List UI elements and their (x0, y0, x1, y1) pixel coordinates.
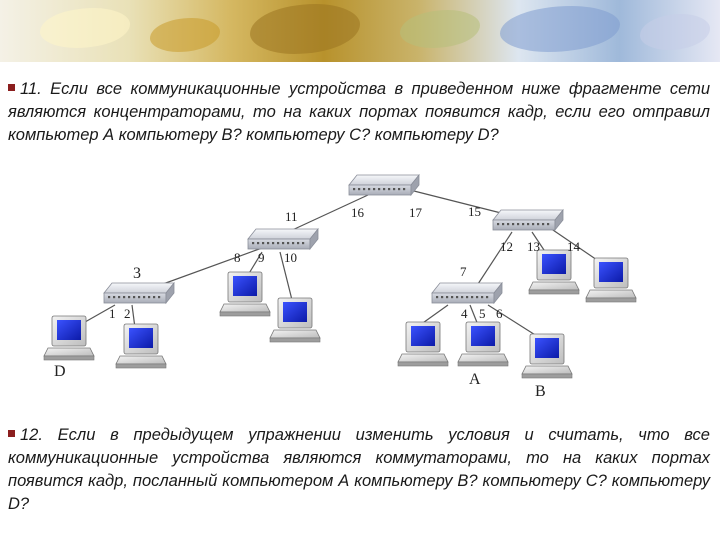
question-12-text: 12. Если в предыдущем упражнении изменит… (8, 426, 710, 513)
hub-middle (247, 228, 319, 250)
port-label: 14 (567, 239, 581, 254)
port-label: 13 (527, 239, 540, 254)
port-label: 4 (461, 306, 468, 321)
port-label: 3 (133, 265, 141, 282)
hub-right (492, 209, 564, 231)
computer-label-b: B (535, 383, 546, 400)
header-banner (0, 0, 720, 62)
question-11-text: 11. Если все коммуникационные устройства… (8, 80, 710, 144)
computer-lower-1 (397, 321, 449, 367)
port-label: 5 (479, 306, 486, 321)
question-12: 12. Если в предыдущем упражнении изменит… (8, 424, 710, 516)
port-label: 7 (460, 264, 467, 279)
port-label: 16 (351, 205, 365, 220)
computer-middle-2 (269, 297, 321, 343)
computer-right-2 (585, 257, 637, 303)
port-label: 9 (258, 250, 265, 265)
port-label: 10 (284, 250, 297, 265)
port-label: 1 (109, 306, 116, 321)
computer-label-d: D (54, 363, 66, 380)
port-label: 2 (124, 306, 131, 321)
hub-top (348, 174, 420, 196)
computer-middle-1 (219, 271, 271, 317)
question-11: 11. Если все коммуникационные устройства… (8, 78, 710, 147)
computer-b (521, 333, 573, 379)
computer-label-a: A (469, 371, 481, 388)
port-label: 11 (285, 209, 298, 224)
computer-a (457, 321, 509, 367)
computer-left-2 (115, 323, 167, 369)
computer-d (43, 315, 95, 361)
port-label: 6 (496, 306, 503, 321)
port-label: 17 (409, 205, 423, 220)
port-label: 15 (468, 204, 481, 219)
bullet-icon (8, 84, 15, 92)
hub-lower-right (431, 282, 503, 304)
port-label: 12 (500, 239, 513, 254)
computer-right-1 (528, 249, 580, 295)
port-label: 8 (234, 250, 241, 265)
bullet-icon (8, 430, 15, 438)
hub-left (103, 282, 175, 304)
